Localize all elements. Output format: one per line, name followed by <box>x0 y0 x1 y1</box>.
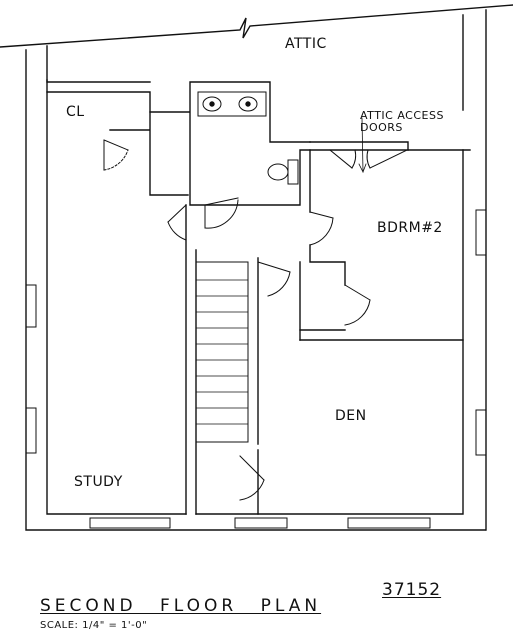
room-label-bedroom-2: BDRM#2 <box>377 220 443 236</box>
outer-wall-left <box>25 49 486 531</box>
bedroom-door <box>309 211 334 219</box>
closet-door <box>103 139 129 171</box>
bedroom-walls <box>299 149 471 341</box>
sink-1 <box>202 96 222 112</box>
attic-access-note-line1: ATTIC ACCESS <box>360 109 444 122</box>
room-label-attic: ATTIC <box>285 36 327 52</box>
attic-access-door-left <box>329 149 353 169</box>
attic-access-door-right <box>369 149 408 169</box>
room-label-closet: CL <box>66 104 85 120</box>
attic-access-note-line2: DOORS <box>360 121 403 134</box>
roof-line <box>0 4 513 48</box>
floor-bottom <box>195 149 464 515</box>
den-lower-door <box>239 455 265 481</box>
room-label-den: DEN <box>335 408 367 424</box>
sink-2 <box>238 96 258 112</box>
drawing-title: SECOND FLOOR PLAN <box>40 596 322 616</box>
bathroom-walls <box>149 81 311 206</box>
hall-walls <box>185 204 301 515</box>
toilet <box>267 163 289 181</box>
outer-wall-right <box>462 9 487 531</box>
closet-walls <box>46 91 189 196</box>
plan-number: 37152 <box>382 580 442 600</box>
room-label-study: STUDY <box>74 474 123 490</box>
bath-door <box>204 197 239 229</box>
den-door <box>257 261 291 273</box>
stair <box>195 261 249 443</box>
hall-door <box>167 204 187 223</box>
windows <box>25 209 487 529</box>
bedroom-closet-door <box>344 284 371 301</box>
drawing-scale: SCALE: 1/4" = 1'-0" <box>40 620 148 631</box>
attic-wall-top <box>46 45 151 83</box>
